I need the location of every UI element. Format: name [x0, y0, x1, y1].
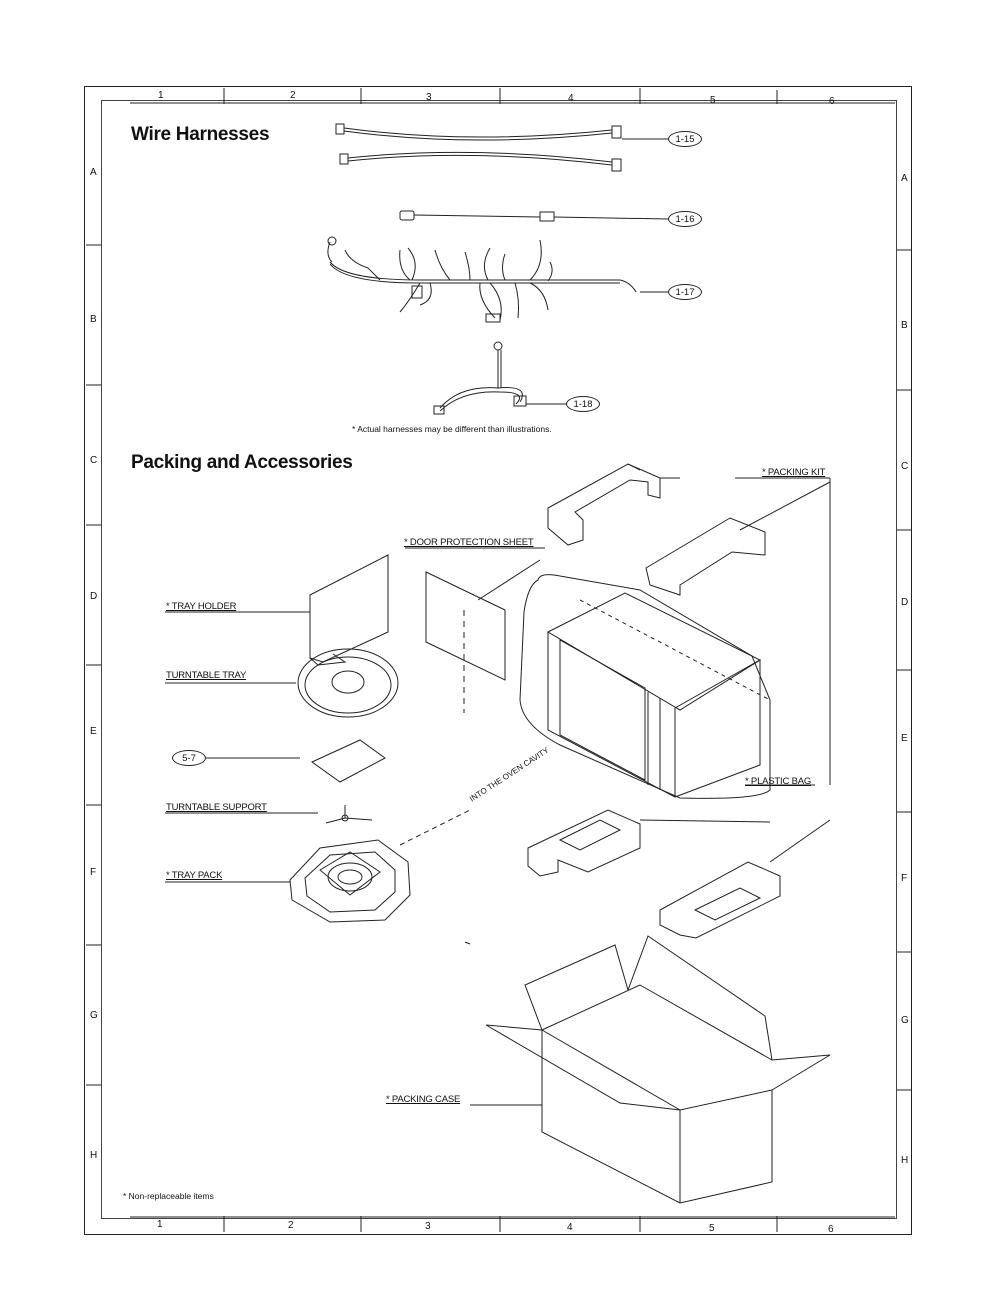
packing-case-label: * PACKING CASE: [386, 1094, 461, 1105]
left-row-H: H: [90, 1150, 98, 1161]
packing-accessories-title: Packing and Accessories: [131, 452, 353, 473]
top-col-3: 3: [426, 92, 432, 103]
nonreplaceable-note: * Non-replaceable items: [123, 1191, 214, 1201]
bottom-col-5: 5: [709, 1223, 715, 1234]
left-row-B: B: [90, 314, 97, 325]
callout-1-15: 1-15: [668, 131, 702, 147]
right-row-B: B: [901, 320, 908, 331]
left-row-C: C: [90, 455, 98, 466]
callout-5-7: 5-7: [172, 750, 206, 766]
harness-note: * Actual harnesses may be different than…: [352, 424, 552, 434]
top-col-4: 4: [568, 93, 574, 104]
tray-pack-label: * TRAY PACK: [166, 870, 223, 881]
tray-holder-label: * TRAY HOLDER: [166, 601, 237, 612]
top-col-2: 2: [290, 90, 296, 101]
left-row-D: D: [90, 591, 98, 602]
plastic-bag-label: * PLASTIC BAG: [745, 776, 812, 787]
bottom-col-2: 2: [288, 1220, 294, 1231]
right-row-F: F: [901, 873, 908, 884]
right-row-A: A: [901, 173, 908, 184]
callout-1-18: 1-18: [566, 396, 600, 412]
callout-1-16: 1-16: [668, 211, 702, 227]
right-row-D: D: [901, 597, 909, 608]
left-row-E: E: [90, 726, 97, 737]
left-row-A: A: [90, 167, 97, 178]
bottom-col-4: 4: [567, 1222, 573, 1233]
callout-1-17: 1-17: [668, 284, 702, 300]
packing-kit-label: * PACKING KIT: [762, 467, 826, 478]
wire-harnesses-title: Wire Harnesses: [131, 124, 270, 145]
top-col-1: 1: [158, 90, 164, 101]
turntable-tray-label: TURNTABLE TRAY: [166, 670, 247, 681]
right-row-C: C: [901, 461, 909, 472]
door-protection-sheet-label: * DOOR PROTECTION SHEET: [404, 537, 534, 548]
left-row-F: F: [90, 867, 97, 878]
right-row-E: E: [901, 733, 908, 744]
drawing-inner-border: [101, 100, 897, 1219]
left-row-G: G: [90, 1010, 98, 1021]
top-col-6: 6: [829, 96, 835, 107]
top-col-5: 5: [710, 95, 716, 106]
right-row-G: G: [901, 1015, 909, 1026]
bottom-col-1: 1: [157, 1219, 163, 1230]
bottom-col-3: 3: [425, 1221, 431, 1232]
right-row-H: H: [901, 1155, 909, 1166]
drawing-frame: [84, 86, 912, 1235]
bottom-col-6: 6: [828, 1224, 834, 1235]
turntable-support-label: TURNTABLE SUPPORT: [166, 802, 267, 813]
